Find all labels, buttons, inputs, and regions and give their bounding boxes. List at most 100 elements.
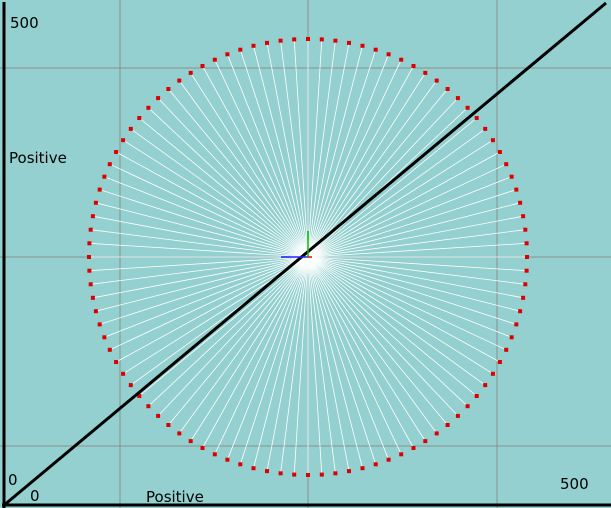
ray-line xyxy=(95,202,309,258)
ray-line xyxy=(178,80,309,258)
ray-line xyxy=(157,256,309,417)
ray-line xyxy=(168,256,309,426)
circle-point xyxy=(90,295,95,300)
ray-line xyxy=(307,256,486,386)
ray-line xyxy=(307,151,501,258)
circle-point xyxy=(523,282,528,287)
ray-line xyxy=(266,42,309,258)
ray-line xyxy=(307,256,526,285)
circle-point xyxy=(156,96,161,101)
circle-point xyxy=(483,126,488,131)
circle-point xyxy=(238,462,243,467)
circle-point xyxy=(509,335,514,340)
circle-point xyxy=(166,87,171,91)
ray-line xyxy=(148,256,309,407)
circle-point xyxy=(177,431,182,436)
ray-line xyxy=(253,256,309,469)
circle-point xyxy=(518,309,523,314)
circle-point xyxy=(107,347,112,352)
circle-point xyxy=(212,57,217,62)
ray-line xyxy=(307,256,517,325)
ray-line xyxy=(307,256,350,472)
circle-point xyxy=(90,214,95,219)
circle-point xyxy=(497,150,502,154)
circle-point xyxy=(423,70,428,75)
ray-line xyxy=(293,39,309,258)
ray-line xyxy=(307,256,448,426)
circle-point xyxy=(333,38,338,43)
circle-points xyxy=(87,37,529,477)
circle-point xyxy=(128,383,133,388)
ray-line xyxy=(307,117,477,258)
circle-point xyxy=(518,200,523,205)
circle-point xyxy=(474,116,479,120)
ray-line xyxy=(90,256,309,285)
circle-point xyxy=(278,471,283,476)
circle-point xyxy=(306,37,310,41)
x-axis-max-label: 500 xyxy=(560,475,589,493)
ray-line xyxy=(307,256,512,338)
circle-point xyxy=(523,227,528,232)
circle-point xyxy=(445,87,450,91)
ray-line xyxy=(307,256,402,455)
circle-point xyxy=(504,162,509,167)
circle-point xyxy=(411,64,416,68)
ray-line xyxy=(239,49,309,258)
circle-point xyxy=(188,70,193,75)
ray-line xyxy=(307,163,507,258)
y-axis-name-label: Positive xyxy=(9,149,67,167)
ray-line xyxy=(178,256,309,434)
circle-point xyxy=(88,282,93,287)
circle-point xyxy=(465,404,470,409)
ray-line xyxy=(307,256,468,407)
ray-line xyxy=(307,256,521,312)
ray-line xyxy=(104,176,309,258)
ray-line xyxy=(307,256,477,397)
x-axis-origin-label: 0 xyxy=(30,487,40,505)
circle-point xyxy=(319,472,324,477)
ray-line xyxy=(307,54,389,258)
circle-point xyxy=(465,105,470,110)
ray-line xyxy=(307,242,527,258)
circle-point xyxy=(114,360,119,364)
circle-point xyxy=(156,413,161,418)
circle-point xyxy=(514,322,519,327)
circle-point xyxy=(200,64,205,68)
ray-line xyxy=(92,215,309,258)
ray-line xyxy=(307,256,377,465)
circle-point xyxy=(97,322,102,327)
circle-point xyxy=(373,47,378,52)
circle-point xyxy=(474,394,479,398)
ray-line xyxy=(307,202,521,258)
ray-line xyxy=(104,256,309,338)
circle-point xyxy=(347,40,351,45)
ray-line xyxy=(109,256,309,351)
ray-line xyxy=(307,256,501,363)
ray-line xyxy=(89,256,309,272)
circle-point xyxy=(524,268,529,273)
circle-point xyxy=(146,404,151,409)
ray-line xyxy=(307,139,494,258)
ray-line xyxy=(307,256,389,460)
ray-line xyxy=(266,256,309,472)
ray-line xyxy=(307,215,524,258)
ray-line xyxy=(307,256,426,442)
circle-point xyxy=(483,383,488,388)
ray-line xyxy=(307,189,517,258)
circle-point xyxy=(188,439,193,444)
ray-line xyxy=(293,256,309,475)
circle-point xyxy=(88,227,93,232)
circle-point xyxy=(87,241,92,246)
ray-line xyxy=(214,256,309,455)
circle-point xyxy=(490,138,495,143)
circle-point xyxy=(360,43,365,48)
ray-line xyxy=(307,88,448,258)
circle-point xyxy=(87,255,91,259)
ray-line xyxy=(115,256,309,363)
ray-line xyxy=(307,256,459,417)
ray-line xyxy=(239,256,309,465)
ray-line xyxy=(90,229,309,258)
